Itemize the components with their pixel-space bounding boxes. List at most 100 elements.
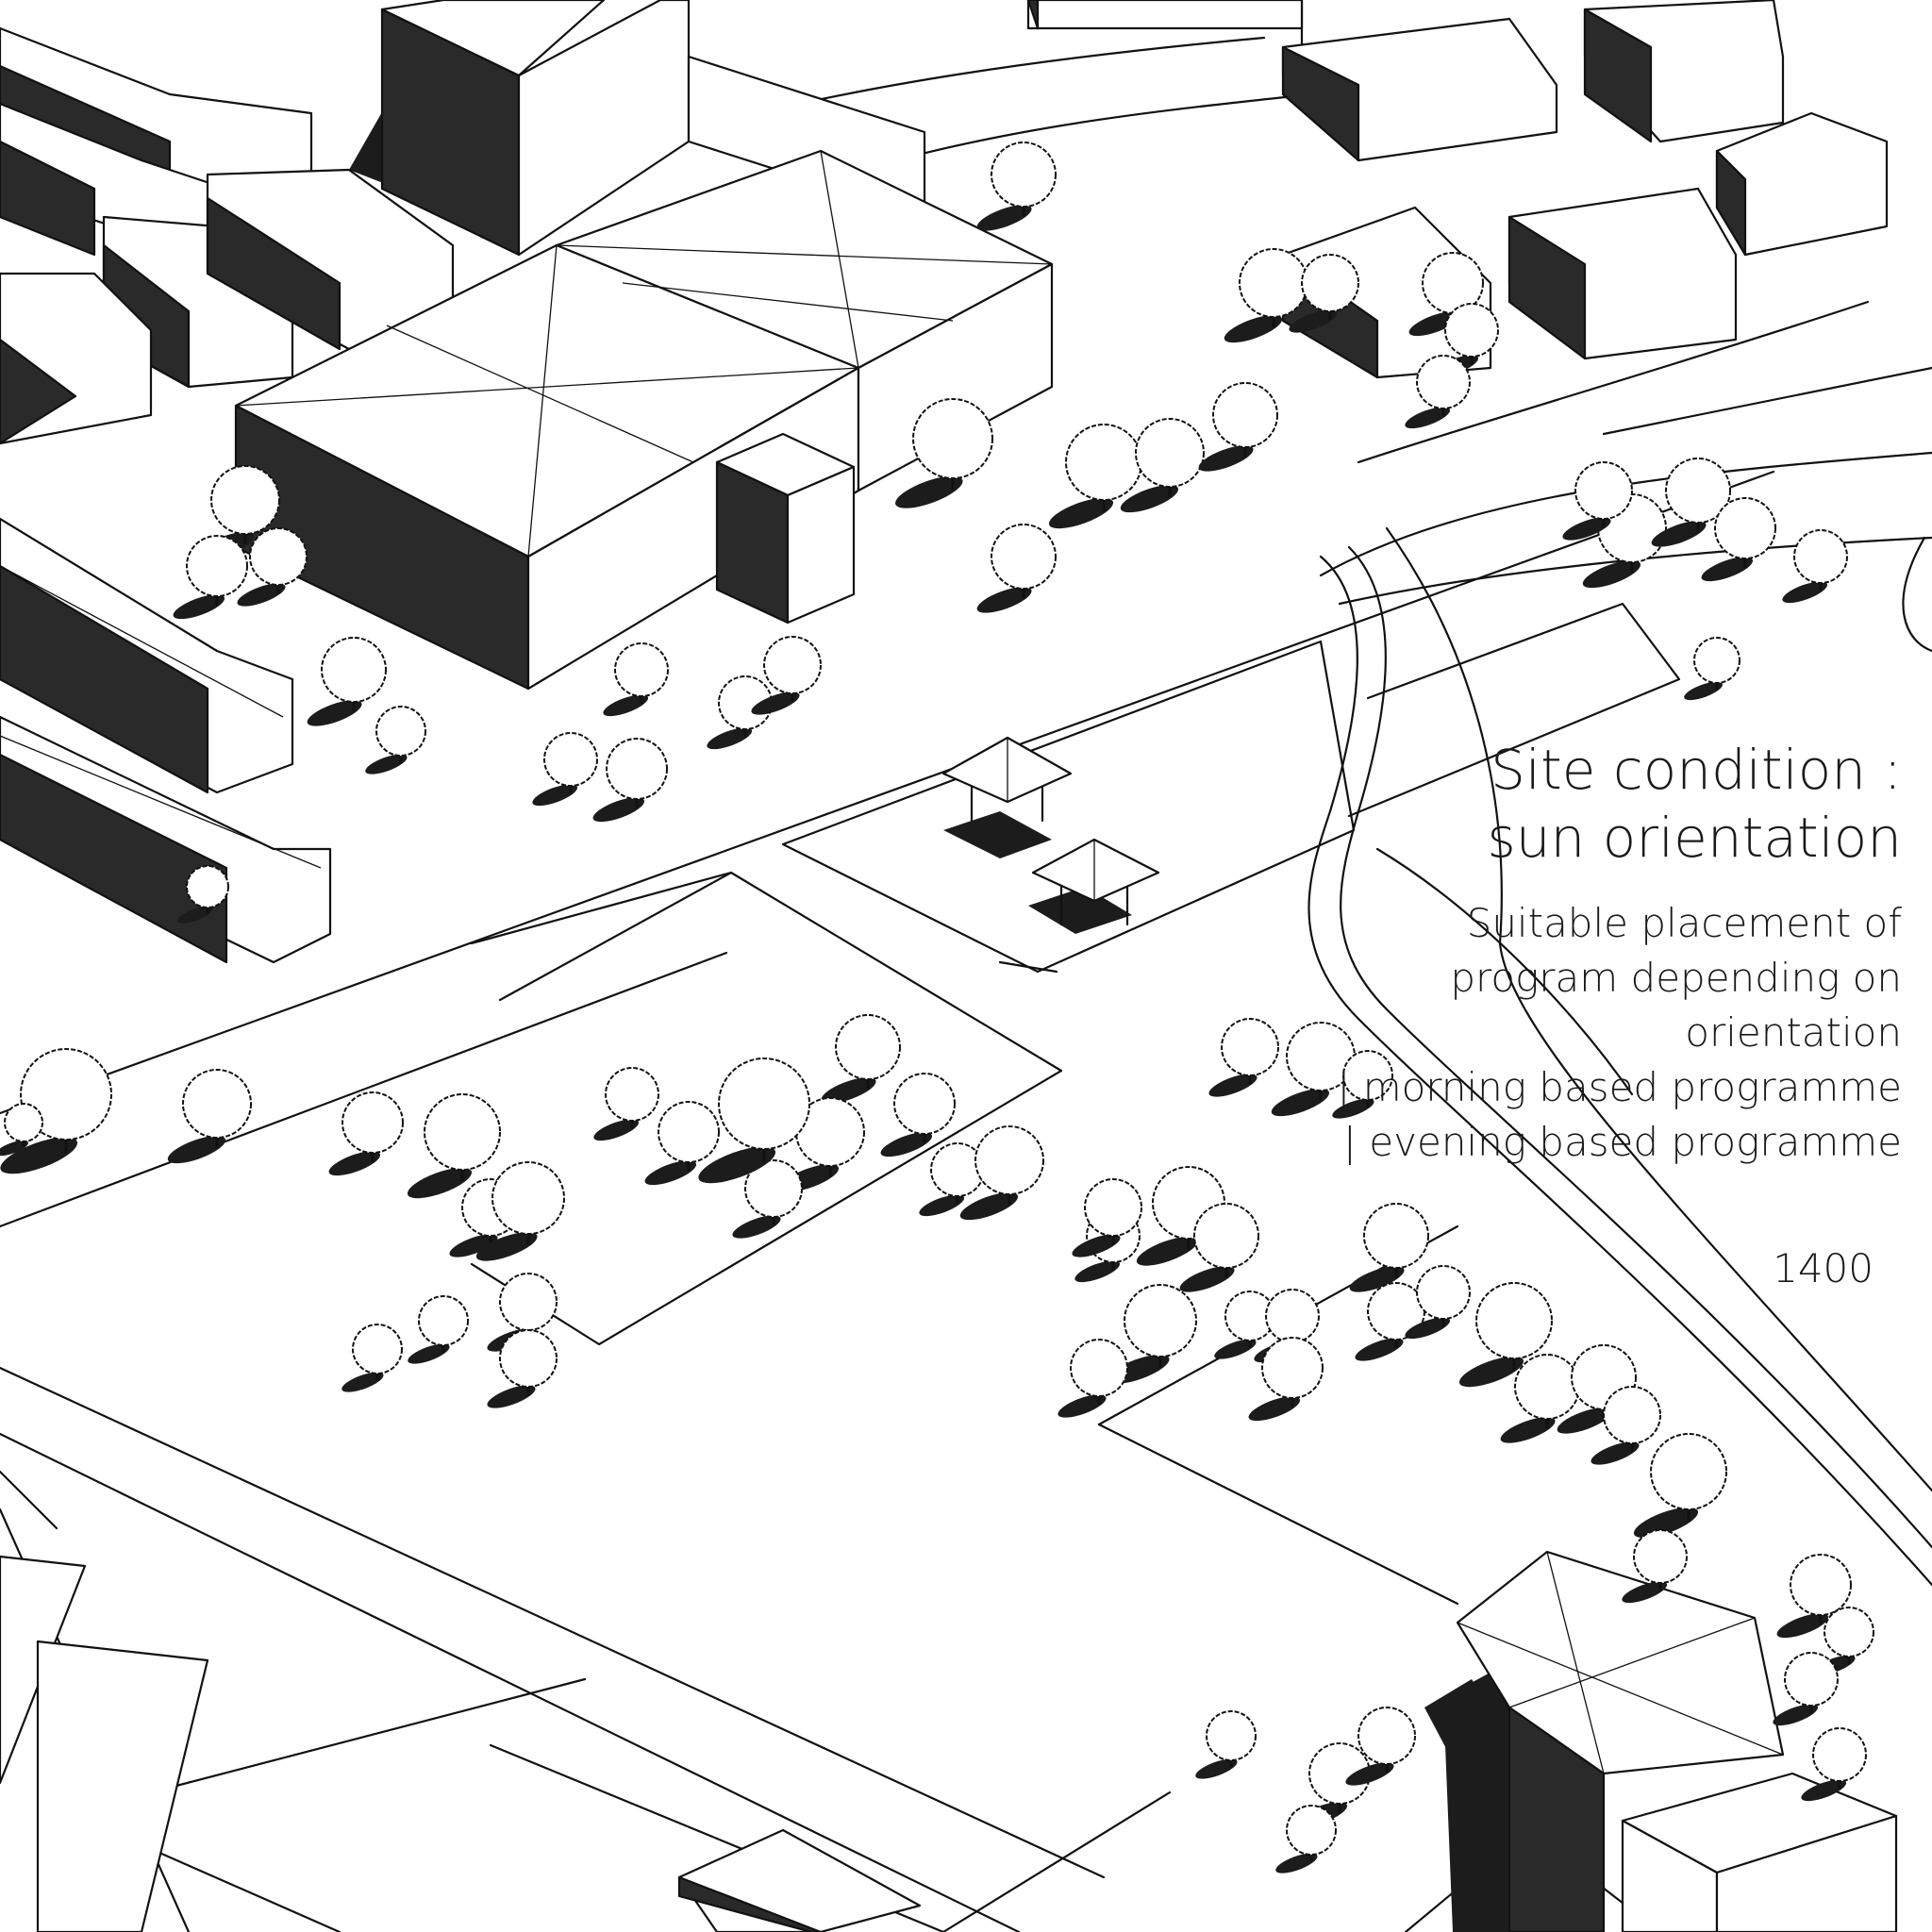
tree-canopy <box>1070 1339 1128 1397</box>
tree-shadow <box>1198 445 1254 472</box>
caption-title-line-1: Site condition : <box>1491 738 1902 802</box>
tree-canopy <box>1444 303 1499 358</box>
tree-canopy <box>718 1058 810 1150</box>
tree-shadow <box>603 694 649 717</box>
tree <box>751 636 822 715</box>
tree-shadow <box>449 1234 498 1257</box>
tree <box>1500 1354 1580 1443</box>
tree-shadow <box>1120 485 1179 513</box>
tree <box>475 1161 565 1261</box>
tree <box>1591 1386 1661 1465</box>
tree-shadow <box>1349 1266 1405 1292</box>
tree-canopy <box>499 1329 558 1388</box>
tree-canopy <box>1790 1554 1852 1616</box>
tree-canopy <box>418 1295 469 1346</box>
tree <box>1355 1282 1425 1361</box>
tree-canopy <box>1824 1607 1874 1657</box>
tree <box>307 637 387 726</box>
caption-description-line-2: program depending on <box>1450 955 1902 1001</box>
tree-shadow <box>307 700 362 726</box>
tree-shadow <box>1275 1853 1318 1874</box>
buildings-lower <box>0 1470 1898 1932</box>
tree-canopy <box>1812 1727 1867 1782</box>
tree-shadow <box>0 1137 78 1174</box>
tree-canopy <box>1124 1284 1197 1357</box>
tree-shadow <box>976 205 1032 231</box>
tree <box>1332 1050 1393 1119</box>
tree <box>1072 1178 1142 1257</box>
tree-shadow <box>1058 1394 1107 1418</box>
tree-canopy <box>1261 1337 1324 1399</box>
tree-canopy <box>1650 1433 1727 1510</box>
pavilions <box>941 736 1160 926</box>
caption-description-line-3: orientation <box>1685 1009 1902 1056</box>
tree-shadow <box>1208 1074 1257 1097</box>
tree-canopy <box>605 1067 659 1122</box>
tree-shadow <box>644 1160 697 1186</box>
time-label: 1400 <box>1773 1245 1874 1291</box>
tree-canopy <box>186 535 248 597</box>
tree-shadow <box>328 1151 381 1176</box>
tree-canopy <box>321 637 387 703</box>
tree-shadow <box>1622 1581 1668 1604</box>
tree-shadow <box>1405 407 1451 429</box>
tree-canopy <box>491 1161 565 1235</box>
caption-title-line-2: sun orientation <box>1487 806 1902 870</box>
tree <box>1776 1554 1852 1639</box>
tree <box>1562 461 1633 541</box>
tree-canopy <box>1135 418 1205 488</box>
tree <box>644 1101 720 1186</box>
tree-shadow <box>593 1119 640 1141</box>
tree <box>959 1125 1044 1221</box>
tree <box>976 142 1057 231</box>
tree-shadow <box>1801 1779 1847 1802</box>
tree-canopy <box>614 642 669 697</box>
tree <box>698 1058 810 1184</box>
tree-shadow <box>1684 681 1724 701</box>
tree-shadow <box>1072 1234 1121 1257</box>
tree <box>1651 458 1731 547</box>
legend-evening: | evening based programme <box>1342 1119 1902 1165</box>
tree-shadow <box>487 1385 536 1408</box>
tree <box>407 1093 501 1199</box>
tree <box>1813 1607 1874 1675</box>
tree <box>821 1014 901 1104</box>
tree-shadow <box>1500 1417 1556 1443</box>
tree-shadow <box>1248 1396 1301 1422</box>
tree-canopy <box>1342 1050 1393 1101</box>
tree-shadow <box>1179 1266 1235 1292</box>
tree-canopy <box>974 1125 1044 1195</box>
tree-shadow <box>475 1231 538 1261</box>
tree-canopy <box>1665 458 1731 524</box>
tree-canopy <box>912 398 993 479</box>
tree-canopy <box>1714 497 1776 559</box>
tree <box>365 706 426 774</box>
tree-canopy <box>1221 1018 1279 1076</box>
tree-canopy <box>1084 1178 1142 1237</box>
tree <box>0 1103 43 1157</box>
tree-shadow <box>1633 1507 1699 1539</box>
tree-shadow <box>821 1077 876 1104</box>
tree <box>1782 529 1848 604</box>
tree <box>780 1097 865 1192</box>
tree <box>1405 1265 1471 1340</box>
tree-canopy <box>1416 1265 1471 1320</box>
tree <box>167 1069 252 1164</box>
tree-canopy <box>1574 461 1633 520</box>
tree-shadow <box>177 906 213 924</box>
tree-shadow <box>1405 1317 1451 1340</box>
tree-canopy <box>1301 254 1359 312</box>
tree-shadow <box>1214 1339 1257 1359</box>
tree-shadow <box>880 1132 933 1158</box>
tree <box>1195 1710 1257 1779</box>
tree <box>341 1324 403 1392</box>
tree-canopy <box>1475 1282 1553 1359</box>
tree <box>237 527 308 607</box>
tree-shadow <box>237 583 286 607</box>
tree <box>1048 424 1142 529</box>
tree-shadow <box>167 1136 226 1164</box>
tree-canopy <box>543 732 598 787</box>
tree <box>177 865 229 924</box>
tree-canopy <box>763 636 822 694</box>
tree-canopy <box>182 1069 252 1139</box>
